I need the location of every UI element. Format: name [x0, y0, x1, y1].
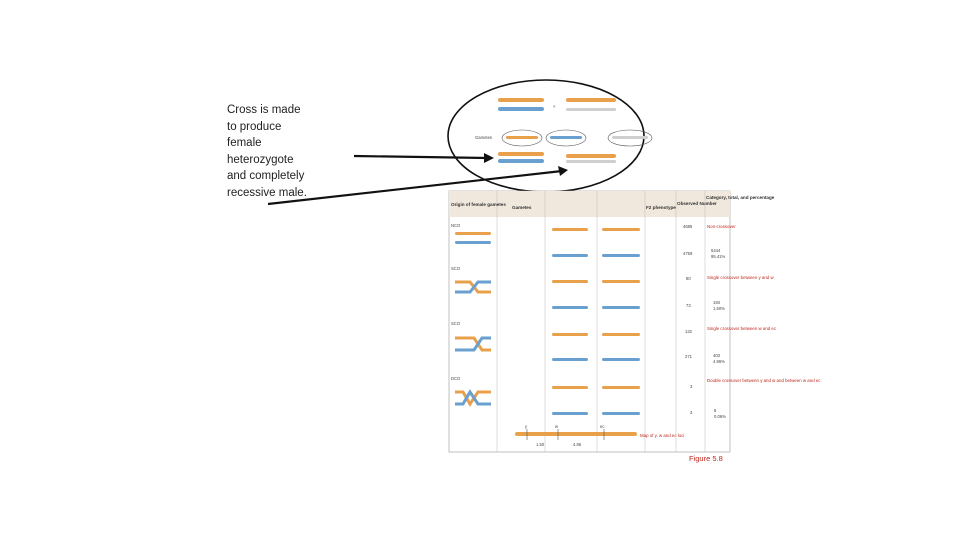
sco2-count-1: 132 — [685, 329, 693, 334]
sco2-count-2: 271 — [685, 354, 693, 359]
sco1-category: Single crossover between y and w — [707, 275, 774, 280]
sco1-percent: 1.50% — [713, 306, 725, 311]
locus-w: w — [555, 424, 559, 429]
sco2-total: 403 — [713, 353, 721, 358]
sco2-category: Single crossover between w and ec — [707, 326, 777, 331]
dco-percent: 0.06% — [714, 414, 726, 419]
svg-text:×: × — [553, 104, 556, 109]
locus-ec: ec — [600, 424, 604, 429]
dco-category: Double crossover between y and w and bet… — [707, 378, 821, 383]
arrow-to-female — [353, 154, 489, 160]
f1-chromosomes — [498, 152, 616, 163]
map-distance-1: 1.50 — [536, 442, 545, 447]
class-dco: DCO — [451, 376, 461, 381]
class-sco-2: SCO — [451, 321, 461, 326]
crossover-table: Origin of female gametes Gametes F2 phen… — [448, 190, 821, 453]
dco-total: 6 — [714, 408, 717, 413]
nco-category: Non-crossover — [707, 224, 736, 229]
sco2-percent: 4.86% — [713, 359, 725, 364]
dco-count-1: 3 — [690, 384, 693, 389]
locus-y: y — [525, 424, 528, 429]
map-distance-2: 4.86 — [573, 442, 582, 447]
nco-percent: 95.41% — [711, 254, 725, 259]
arrow-to-male — [267, 169, 563, 206]
nco-total: 5444 — [711, 248, 721, 253]
nco-count-2: 4759 — [683, 251, 693, 256]
gametes-label: Gametes — [475, 135, 492, 140]
sco1-count-1: 80 — [686, 276, 691, 281]
gametes-row: Gametes — [475, 129, 653, 147]
sco1-total: 193 — [713, 300, 721, 305]
nco-count-1: 4685 — [683, 224, 693, 229]
header-category: Category, total, and percentage — [706, 195, 775, 200]
header-observed-number: Observed Number — [677, 201, 717, 206]
header-f2-phenotype: F2 phenotype — [646, 205, 676, 210]
parental-chromosomes: × — [498, 98, 616, 111]
map-label: Map of y, w and ec loci — [640, 433, 684, 438]
dco-count-2: 3 — [690, 410, 693, 415]
class-sco-1: SCO — [451, 266, 461, 271]
header-origin: Origin of female gametes — [451, 202, 506, 207]
gamete-bars — [552, 228, 640, 415]
callout-text: Cross is made to produce female heterozy… — [227, 104, 307, 199]
sco1-count-2: 73 — [686, 303, 691, 308]
header-gametes: Gametes — [512, 205, 532, 210]
class-nco: NCO — [451, 223, 461, 228]
locus-map: y w ec 1.50 4.86 Map of y, w and ec loci — [515, 424, 684, 447]
figure-caption: Figure 5.8 — [689, 454, 723, 463]
